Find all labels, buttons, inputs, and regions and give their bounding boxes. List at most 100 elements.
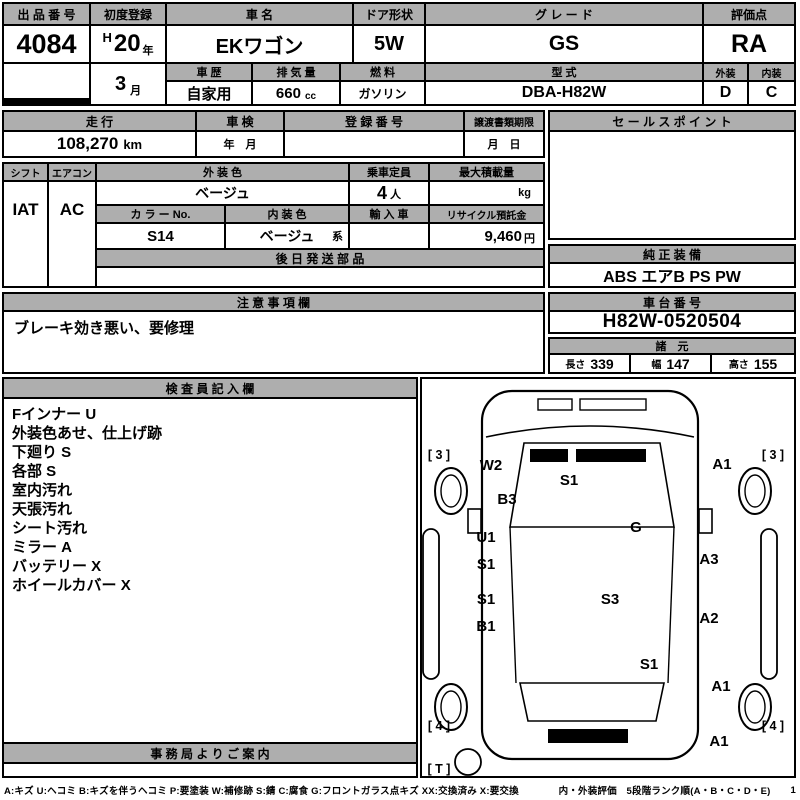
mileage-label: 走 行 (4, 112, 195, 130)
chassis-label: 車 台 番 号 (550, 294, 794, 310)
exterior-grade-value: D (704, 82, 747, 104)
rear-left-wheel-inner (440, 690, 462, 724)
damage-code-S1: S1 (477, 591, 495, 608)
exterior-color-value: ベージュ (97, 182, 348, 204)
transfer-docs-label: 譲渡書類期限 (465, 112, 543, 130)
inspector-note: 外装色あせ、仕上げ跡 (12, 425, 163, 442)
legend-codes: A:キズ U:ヘコミ B:キズを伴うヘコミ P:要塗装 W:補修跡 S:錆 C:… (4, 786, 519, 797)
displacement-value: 660 cc (253, 82, 339, 104)
inspector-note: 各部 S (12, 463, 57, 480)
damage-code-U1: U1 (476, 529, 495, 546)
mileage-value: 108,270 km (4, 132, 195, 156)
inspector-note: 室内汚れ (12, 482, 73, 499)
damage-code-S1: S1 (560, 472, 578, 489)
later-shipping-parts-value (97, 268, 543, 286)
car-body-outline (480, 389, 700, 761)
front-grille-left (537, 398, 573, 411)
capacity-value: 4 人 (350, 182, 428, 204)
front-right-wheel (738, 467, 772, 515)
inspector-note: 天張汚れ (12, 501, 73, 518)
first-registration-label: 初度登録 (91, 4, 165, 24)
interior-color-name: ベージュ (259, 228, 315, 244)
inspector-note: ミラー A (12, 539, 73, 556)
damage-code-B3: B3 (497, 491, 516, 508)
reg-era: H (102, 30, 112, 45)
front-left-wheel-inner (440, 474, 462, 508)
color-number-value: S14 (97, 224, 224, 248)
tread-depth-3: [ 3 ] (428, 448, 450, 462)
tread-depth-4: [ 4 ] (428, 719, 450, 733)
interior-grade-value: C (749, 82, 794, 104)
exterior-grade-label: 外装 (704, 64, 747, 80)
exterior-color-label: 外 装 色 (97, 164, 348, 180)
damage-code-W2: W2 (480, 457, 503, 474)
damage-code-A1: A1 (712, 456, 731, 473)
registration-number-value (285, 132, 463, 156)
grade-label: グ レ ー ド (426, 4, 702, 24)
capacity-number: 4 (376, 182, 387, 203)
rear-left-wheel (434, 683, 468, 731)
interior-color-label: 内 装 色 (226, 206, 348, 222)
interior-color-value: ベージュ 系 (226, 224, 348, 248)
office-info-body (4, 764, 416, 776)
max-load-value: kg (430, 182, 543, 204)
spec-block: 諸 元 長さ 339 幅 147 高さ 155 (548, 337, 796, 374)
model-code-value: DBA-H82W (426, 82, 702, 104)
spare-tire (454, 748, 482, 776)
mileage-number: 108,270 (56, 134, 119, 153)
height-cell: 高さ 155 (712, 355, 794, 372)
capacity-unit: 人 (390, 189, 401, 201)
left-roof-line (509, 526, 517, 684)
recycle-number: 9,460 (484, 227, 522, 245)
car-name-value: EKワゴン (167, 26, 352, 62)
front-left-wheel (434, 467, 468, 515)
shift-label: シフト (4, 164, 47, 180)
later-shipping-parts-label: 後 日 発 送 部 品 (97, 250, 543, 266)
reg-year: 20 (113, 30, 141, 57)
displacement-label: 排 気 量 (253, 64, 339, 80)
damage-code-A3: A3 (699, 551, 718, 568)
cowl-left (530, 449, 568, 462)
tread-depth-T: [ T ] (428, 762, 451, 776)
damage-code-B1: B1 (476, 618, 495, 635)
score-label: 評価点 (704, 4, 794, 24)
width-label: 幅 (651, 360, 662, 371)
model-code-label: 型 式 (426, 64, 702, 80)
shift-value: IAT (4, 182, 47, 286)
height-value: 155 (753, 355, 778, 372)
damage-code-G: G (630, 519, 642, 536)
height-label: 高さ (728, 360, 749, 371)
mileage-unit: km (123, 136, 143, 152)
interior-grade-label: 内装 (749, 64, 794, 80)
damage-code-A1: A1 (711, 678, 730, 695)
import-car-value (350, 224, 428, 248)
color-block: シフト IAT エアコン AC 外 装 色 乗車定員 最大積載量 ベージュ 4 … (2, 162, 545, 288)
front-grille-right (579, 398, 647, 411)
reg-year-unit: 年 (142, 45, 154, 57)
damage-code-S3: S3 (601, 591, 619, 608)
damage-code-A1: A1 (709, 733, 728, 750)
chassis-block: 車 台 番 号 H82W-0520504 (548, 292, 796, 334)
office-info-label: 事 務 局 よ り ご 案 内 (4, 744, 416, 762)
equipment-value: ABS エアB PS PW (550, 264, 794, 286)
rear-plate (548, 729, 628, 743)
right-side-panel (760, 528, 778, 680)
fuel-value: ガソリン (341, 82, 424, 104)
rear-right-wheel (738, 683, 772, 731)
legend-rank: 内・外装評価 5段階ランク順(A・B・C・D・E) (558, 786, 771, 797)
sales-point-block: セ ー ル ス ポ イ ン ト (548, 110, 796, 240)
width-cell: 幅 147 (631, 355, 710, 372)
door-shape-value: 5W (354, 26, 424, 62)
history-label: 車 歴 (167, 64, 251, 80)
inspection-expiry-label: 車 検 (197, 112, 283, 130)
rear-right-wheel-inner (744, 690, 766, 724)
first-registration-value: H 20 年 (91, 26, 165, 62)
equipment-block: 純 正 装 備 ABS エアB PS PW (548, 244, 796, 288)
rear-window (519, 682, 665, 722)
